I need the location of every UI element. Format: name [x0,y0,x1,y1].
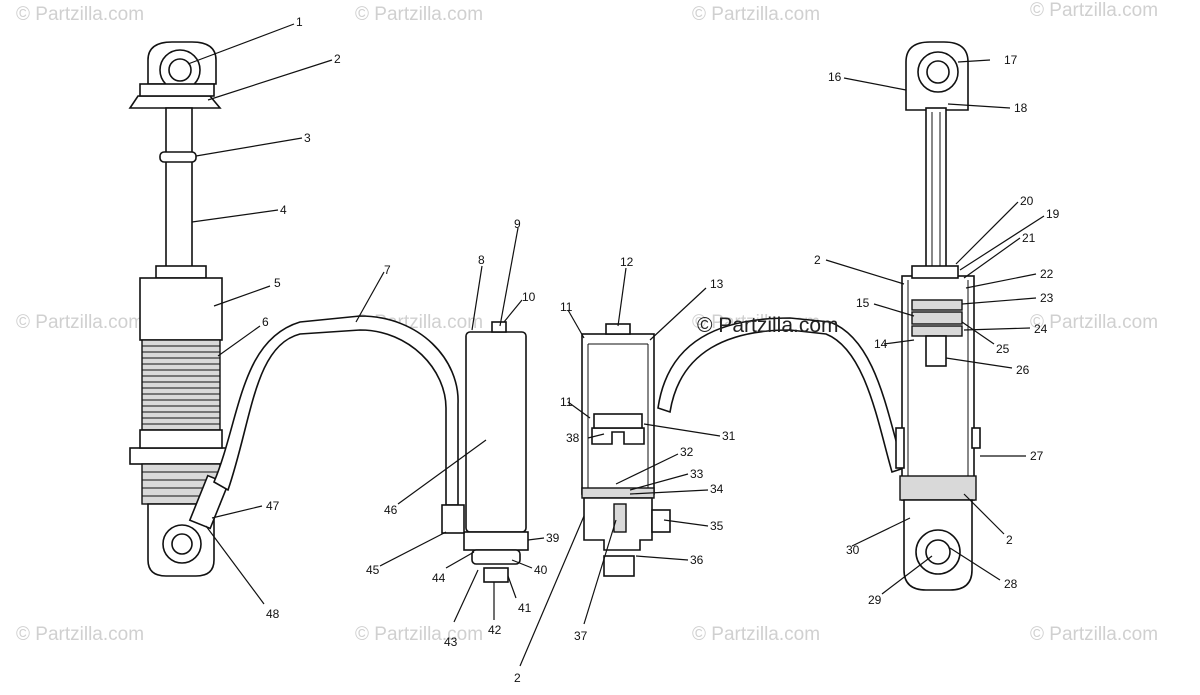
callout-number: 37 [574,629,588,643]
callout-number: 1 [296,15,303,29]
watermark: © Partzilla.com [16,624,144,645]
callout-number: 22 [1040,267,1054,281]
callout-number: 10 [522,290,536,304]
callout-number: 42 [488,623,502,637]
watermark: © Partzilla.com [16,312,144,333]
callout-number: 20 [1020,194,1034,208]
callout-number: 26 [1016,363,1030,377]
left-reservoir-hose [212,315,459,506]
brand-watermark: © Partzilla.com [697,314,839,337]
callout-number: 2 [814,253,821,267]
callout-number: 8 [478,253,485,267]
callout-number: 15 [856,296,870,310]
callout-number: 43 [444,635,458,649]
callout-leaders [187,23,1045,667]
callout-number: 19 [1046,207,1060,221]
callout-number: 25 [996,342,1010,356]
callout-number: 44 [432,571,446,585]
reservoir-assembled [441,321,529,583]
callout-number: 18 [1014,101,1028,115]
callout-number: 16 [828,70,842,84]
watermark: © Partzilla.com [355,624,483,645]
left-shock-assembly [128,41,231,577]
callout-labels: 1 2 3 4 5 6 7 8 9 10 11 12 13 11 38 31 3… [262,15,1060,685]
callout-number: 7 [384,263,391,277]
callout-number: 11 [560,395,573,409]
callout-number: 11 [560,300,573,314]
callout-number: 48 [266,607,280,621]
callout-number: 31 [722,429,736,443]
callout-number: 47 [266,499,280,513]
callout-number: 30 [846,543,860,557]
callout-number: 28 [1004,577,1018,591]
watermark: © Partzilla.com [16,4,144,25]
callout-number: 14 [874,337,888,351]
callout-number: 2 [334,52,341,66]
callout-number: 33 [690,467,704,481]
callout-number: 6 [262,315,269,329]
callout-number: 34 [710,482,724,496]
callout-number: 39 [546,531,560,545]
callout-number: 13 [710,277,724,291]
callout-number: 2 [1006,533,1013,547]
callout-number: 9 [514,217,521,231]
callout-number: 40 [534,563,548,577]
right-shock-cutaway [895,41,981,591]
callout-number: 24 [1034,322,1048,336]
watermark: © Partzilla.com [692,624,820,645]
callout-number: 45 [366,563,380,577]
watermark: © Partzilla.com [1030,624,1158,645]
callout-number: 23 [1040,291,1054,305]
callout-number: 12 [620,255,634,269]
callout-number: 38 [566,431,580,445]
callout-number: 35 [710,519,724,533]
callout-number: 36 [690,553,704,567]
callout-number: 2 [514,671,521,685]
callout-number: 41 [518,601,532,615]
watermark: © Partzilla.com [355,4,483,25]
watermark: © Partzilla.com [692,4,820,25]
reservoir-cutaway [581,323,671,577]
callout-number: 32 [680,445,694,459]
callout-number: 5 [274,276,281,290]
callout-number: 46 [384,503,398,517]
callout-number: 27 [1030,449,1044,463]
callout-number: 29 [868,593,882,607]
right-reservoir-hose [657,317,906,474]
watermark: © Partzilla.com [1030,0,1158,21]
callout-number: 17 [1004,53,1018,67]
callout-number: 3 [304,131,311,145]
callout-number: 21 [1022,231,1036,245]
watermark: © Partzilla.com [1030,312,1158,333]
callout-number: 4 [280,203,287,217]
